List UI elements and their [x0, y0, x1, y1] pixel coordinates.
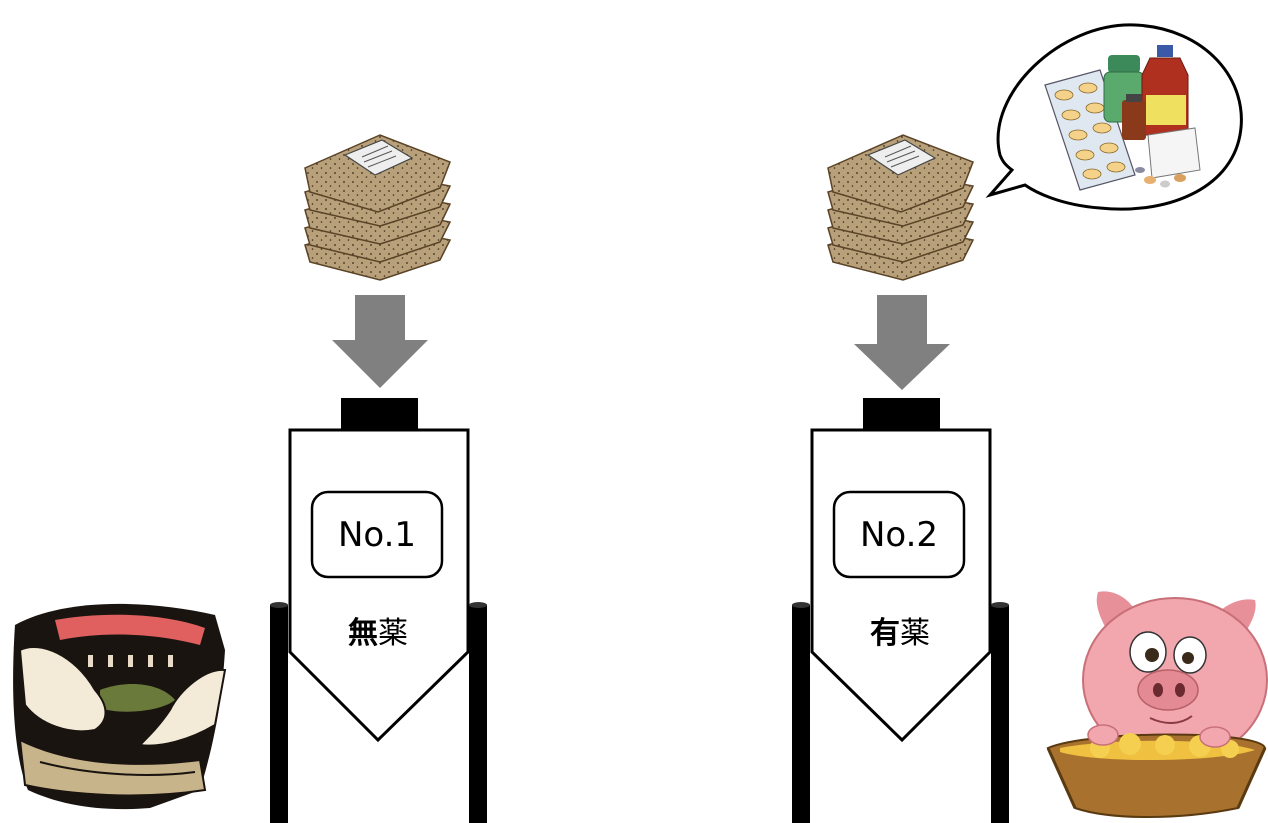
silo-1-number-label: No.1 [337, 515, 417, 555]
pig-eating-icon [13, 603, 227, 810]
feed-bag-stack-icon [304, 134, 452, 281]
medicine-icon [1044, 45, 1201, 191]
pig-trough-icon [1046, 591, 1268, 818]
silo-1 [270, 398, 487, 823]
silo-2-number-label: No.2 [859, 515, 939, 555]
silo-1-medication-suffix: 薬 [378, 616, 408, 651]
silo-2-medication-suffix: 薬 [900, 616, 930, 651]
silo-1-medication-prefix: 無 [348, 616, 378, 651]
silo-2-medication-prefix: 有 [870, 616, 900, 651]
silo-1-medication-label: 無薬 [298, 614, 458, 654]
silo-2-medication-label: 有薬 [820, 614, 980, 654]
feed-bag-stack-icon [827, 134, 975, 281]
medicine-bubble [985, 23, 1243, 211]
silo-2 [792, 398, 1009, 823]
down-arrow-icon [332, 295, 428, 388]
down-arrow-icon [854, 295, 950, 390]
